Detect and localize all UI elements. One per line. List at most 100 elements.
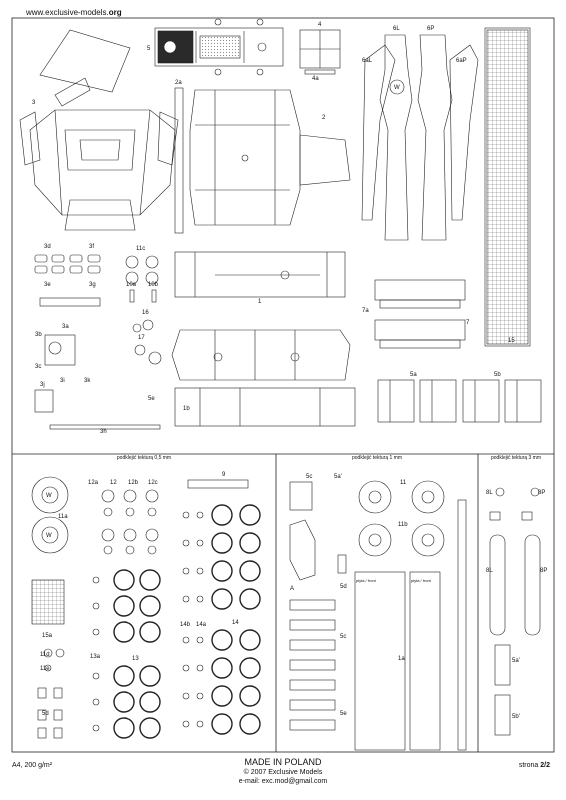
part-1a-hull-bottom [171,329,356,427]
label-part-15a: 15a [42,633,53,639]
label-part-1: 1 [258,299,262,305]
label-part-8l-b: 8L [486,568,493,574]
label-part-14b: 14b [180,622,191,628]
part-2-hull [174,87,351,234]
label-part-5e: 5e [148,396,155,402]
label-part-3g: 3g [89,282,96,288]
label-part-3k: 3k [84,378,91,384]
part-11-wheels-lower [358,480,445,557]
label-part-6ap: 6aP [456,58,467,64]
label-part-12a: 12a [88,480,99,486]
made-in-label: MADE IN POLAND [244,757,322,767]
label-part-5d: 5d [42,711,49,717]
part-15-track-strip [484,27,531,347]
section-label-05mm: podklejić tekturą 0,5 mm [116,455,172,461]
label-part-5c: 5c [306,474,312,480]
label-part-11a: 11a [58,514,68,520]
label-part-8l: 8L [486,490,493,496]
label-part-15: 15 [508,338,515,344]
site-url: www.exclusive-models.org [26,9,122,17]
label-part-4a: 4a [312,76,319,82]
label-plate-right: płyta / front [411,578,432,583]
part-4-hatch [299,29,341,75]
part-15a-grid [31,579,65,625]
label-part-3f: 3f [89,244,94,250]
label-part-8p-b: 8P [540,568,547,574]
label-part-6l: 6L [393,26,400,32]
section-label-1mm: podklejić tekturą 1 mm [351,455,403,461]
label-part-3b: 3b [35,332,42,338]
small-parts-left [34,254,161,430]
label-part-14a: 14a [196,622,207,628]
label-w1: W [46,493,52,499]
label-part-1a: 1a [398,656,405,662]
part-8-rails [489,487,541,736]
label-part-7a: 7a [362,308,369,314]
part-6-side-frames [361,34,479,241]
label-part-13a: 13a [90,654,101,660]
label-part-12c: 12c [148,480,158,486]
site-url-prefix: www.exclusive-models. [26,8,109,17]
copyright-label: © 2007 Exclusive Models [243,769,323,776]
page-number: 2/2 [540,762,550,769]
label-part-5b: 5b [494,372,501,378]
label-w3: W [394,85,400,91]
label-w2: W [46,533,52,539]
label-part-17: 17 [138,335,145,341]
small-wheels-top [125,255,162,365]
label-part-5: 5 [147,46,151,52]
label-part-11: 11 [400,480,407,486]
label-part-3i: 3i [60,378,65,384]
label-part-6al: 6aL [362,58,373,64]
email-label: e-mail: exc.mod@gmail.com [238,778,328,785]
label-part-11b: 11b [398,522,408,528]
label-part-5c-prim: 5a' [334,474,342,480]
label-part-3a: 3a [62,324,69,330]
part-1-hull-top [174,251,346,298]
label-part-1b: 1b [183,406,190,412]
part-5c-5e-plates [289,481,347,731]
section-label-3mm: podklejić tekturą 3 mm [490,455,542,461]
label-part-8p: 8P [538,490,545,496]
label-part-3c: 3c [35,364,41,370]
page-indicator: strona 2/2 [519,762,550,769]
paper-spec: A4, 200 g/m² [12,762,53,769]
label-part-5a-prim: 5a' [512,658,520,664]
label-part-3j: 3j [40,382,45,388]
part-3-front-hull [19,29,179,231]
label-part-5d-lower: 5d [340,584,347,590]
label-plate-left: płyta / front [356,578,377,583]
label-part-9: 9 [222,472,226,478]
label-part-3h: 3h [100,429,107,435]
label-part-10a: 10a [126,282,137,288]
label-part-2a: 2a [175,80,182,86]
label-part-4: 4 [318,22,322,28]
label-part-3e: 3e [44,282,51,288]
small-wheels-11d [37,648,65,739]
label-part-12: 12 [110,480,117,486]
part-7-fenders [374,279,466,349]
label-part-12b: 12b [128,480,139,486]
site-url-suffix: org [108,8,122,17]
label-part-13: 13 [132,656,139,662]
sheet-frame [11,17,555,753]
label-part-14: 14 [232,620,239,626]
part-5-deck [154,18,284,76]
label-part-3: 3 [32,100,36,106]
label-part-7: 7 [466,320,470,326]
label-part-11d: 11d [40,652,50,658]
page-prefix: strona [518,762,541,769]
label-part-5c-lower: 5c [340,634,346,640]
part-14-wheels [182,479,261,735]
label-part-16: 16 [142,310,149,316]
part-5a-5b-boxes [377,379,542,423]
part-1a-long-plates [354,499,467,751]
label-part-2: 2 [322,115,326,121]
label-part-3d: 3d [44,244,51,250]
part-12-wheels [101,489,159,555]
label-part-6p: 6P [427,26,434,32]
road-wheels-11a [31,476,69,554]
label-part-11e: 11e [40,666,50,672]
label-part-5e-lower: 5e [340,711,347,717]
label-part-5b-prim: 5b' [512,714,520,720]
